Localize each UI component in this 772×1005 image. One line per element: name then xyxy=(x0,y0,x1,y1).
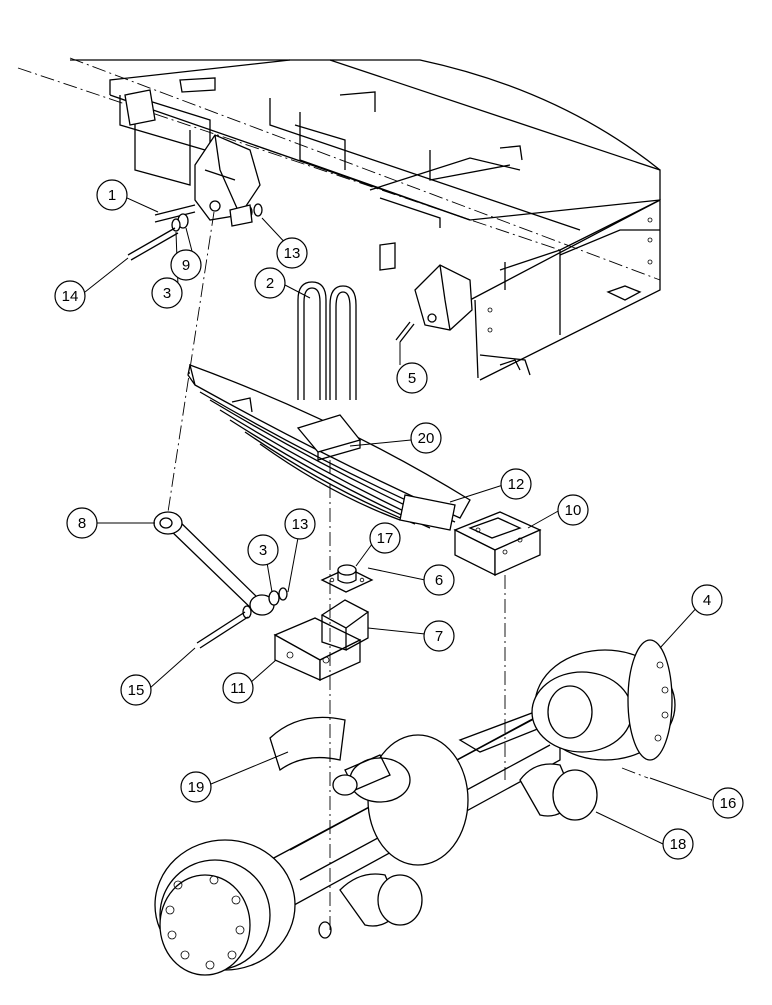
callout-label: 15 xyxy=(128,682,145,699)
callout-13-upper: 13 xyxy=(276,237,308,269)
callout-3-upper: 3 xyxy=(151,277,183,309)
callout-label: 5 xyxy=(408,370,416,387)
callout-1: 1 xyxy=(96,179,128,211)
callout-label: 4 xyxy=(703,592,711,609)
callout-8: 8 xyxy=(66,507,98,539)
chassis-frame xyxy=(17,57,661,381)
leader-lines xyxy=(84,197,713,845)
callout-20: 20 xyxy=(410,422,442,454)
callout-label: 16 xyxy=(720,795,737,812)
axle-assembly xyxy=(154,639,676,976)
callout-label: 19 xyxy=(188,779,205,796)
callout-9: 9 xyxy=(170,249,202,281)
callout-5: 5 xyxy=(396,362,428,394)
callout-label: 20 xyxy=(418,430,435,447)
callout-label: 13 xyxy=(284,245,301,262)
callout-17: 17 xyxy=(369,522,401,554)
hanger-hardware xyxy=(127,203,415,343)
torque-rod xyxy=(153,511,288,649)
callout-16: 16 xyxy=(712,787,744,819)
callout-label: 6 xyxy=(435,572,443,589)
callout-label: 3 xyxy=(163,285,171,302)
callout-label: 3 xyxy=(259,542,267,559)
callout-18: 18 xyxy=(662,828,694,860)
callout-label: 12 xyxy=(508,476,525,493)
callout-13-lower: 13 xyxy=(284,508,316,540)
callout-label: 10 xyxy=(565,502,582,519)
axle-seat xyxy=(273,564,374,682)
callout-label: 8 xyxy=(78,515,86,532)
callout-12: 12 xyxy=(500,468,532,500)
callout-label: 11 xyxy=(230,680,246,697)
callout-2: 2 xyxy=(254,267,286,299)
callout-label: 14 xyxy=(62,288,79,305)
callout-label: 13 xyxy=(292,516,309,533)
callout-11: 11 xyxy=(222,672,254,704)
callout-label: 7 xyxy=(435,628,443,645)
alignment-lines xyxy=(167,211,649,935)
callout-label: 2 xyxy=(266,275,274,292)
callout-19: 19 xyxy=(180,771,212,803)
callout-7: 7 xyxy=(423,620,455,652)
callout-label: 1 xyxy=(108,187,116,204)
callout-10: 10 xyxy=(557,494,589,526)
u-bolts xyxy=(297,281,357,400)
callout-3-lower: 3 xyxy=(247,534,279,566)
callout-label: 17 xyxy=(377,530,394,547)
callout-6: 6 xyxy=(423,564,455,596)
spring-pad xyxy=(453,511,542,577)
callout-label: 9 xyxy=(182,257,190,274)
callout-15: 15 xyxy=(120,674,152,706)
callout-label: 18 xyxy=(670,836,687,853)
callout-14: 14 xyxy=(54,280,86,312)
callout-4: 4 xyxy=(691,584,723,616)
